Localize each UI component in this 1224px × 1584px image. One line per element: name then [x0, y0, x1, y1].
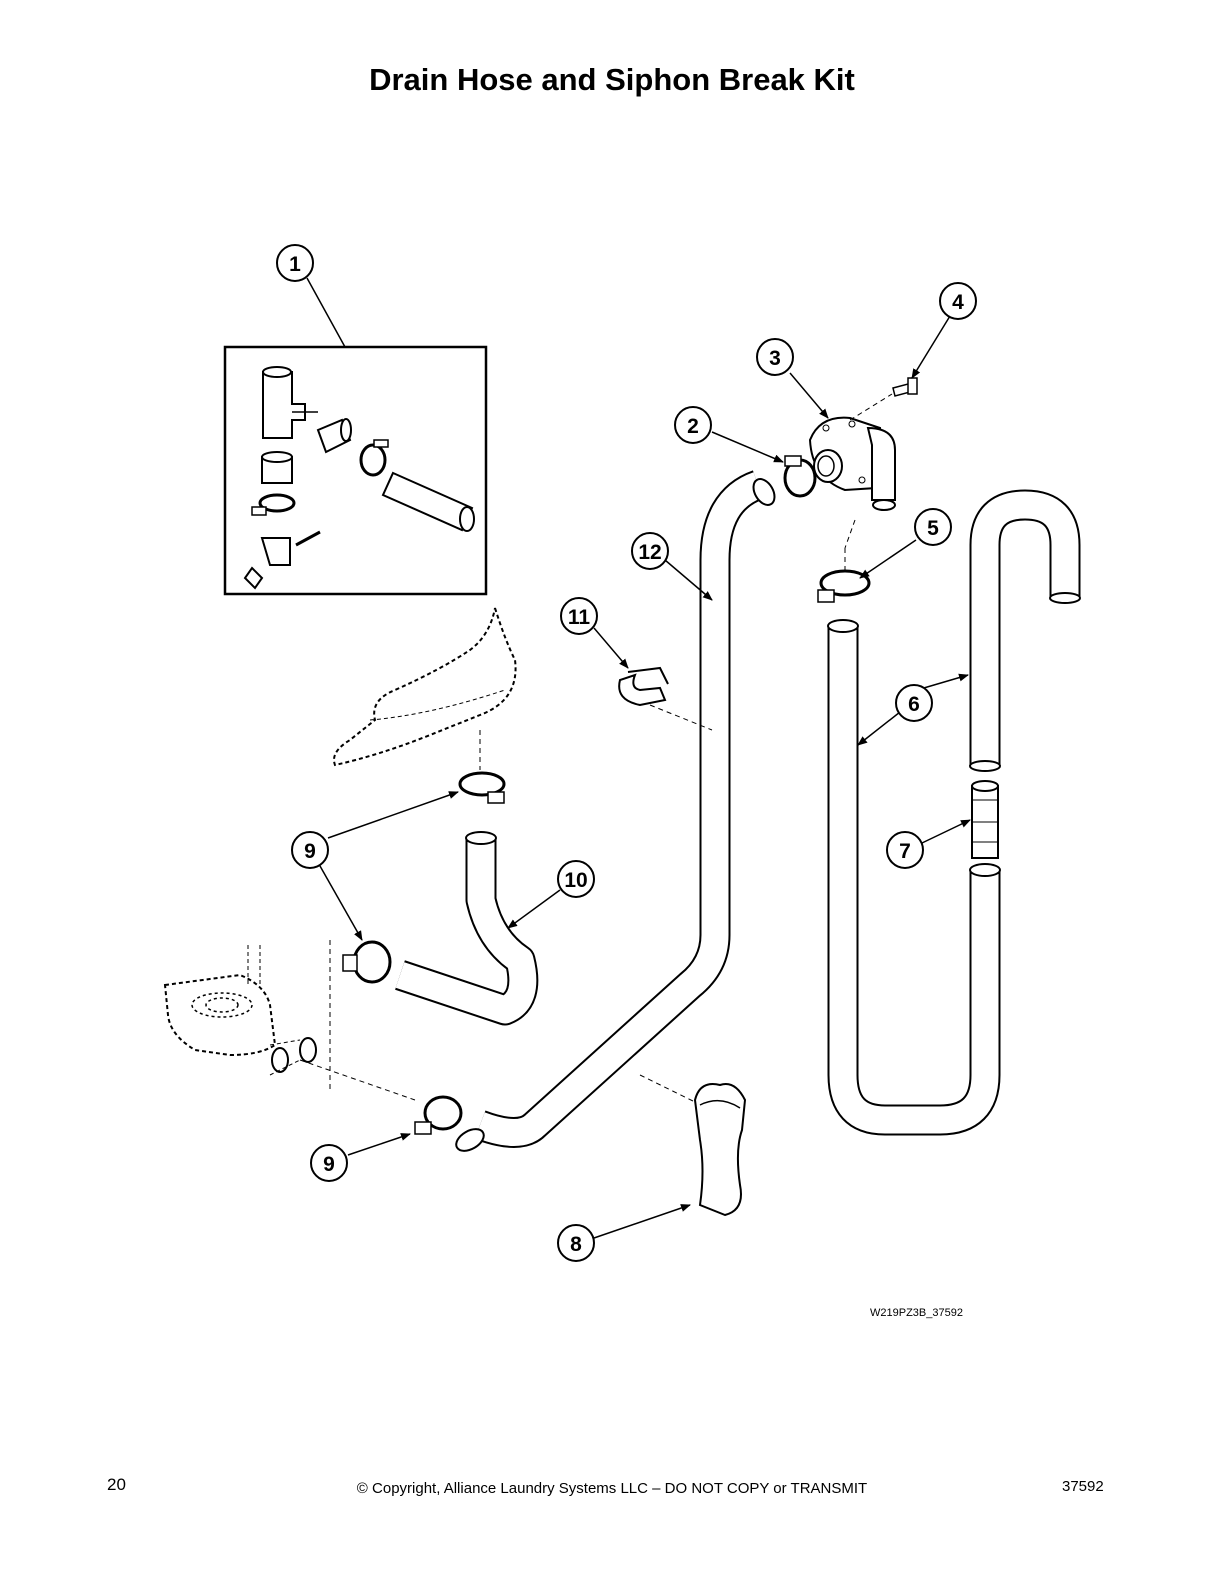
drain-hose-10 [395, 831, 539, 1026]
callout-6: 6 [895, 684, 933, 722]
hose-clamp-9-lower [414, 1095, 463, 1135]
hose-holder-8 [693, 1083, 747, 1217]
figure-reference: W219PZ3B_37592 [870, 1307, 963, 1319]
pump-outline [163, 945, 317, 1076]
callout-4-label: 4 [952, 291, 964, 314]
callout-3-label: 3 [769, 347, 781, 370]
callout-6-label: 6 [908, 693, 920, 716]
callout-5-label: 5 [927, 517, 939, 540]
siphon-break-kit-box [223, 345, 488, 596]
callout-7: 7 [886, 831, 924, 869]
hose-clip-11 [618, 666, 669, 707]
hose-clamp-5 [817, 569, 871, 603]
callout-3: 3 [756, 338, 794, 376]
callout-9-upper-label: 9 [304, 840, 316, 863]
callout-8-label: 8 [570, 1233, 582, 1256]
callout-12-label: 12 [638, 541, 661, 564]
page-title: Drain Hose and Siphon Break Kit [369, 62, 855, 97]
drain-hose-12 [455, 470, 776, 1152]
callout-11: 11 [560, 597, 598, 635]
siphon-break-bracket [808, 416, 896, 511]
callout-2: 2 [674, 406, 712, 444]
callout-5: 5 [914, 508, 952, 546]
screw [892, 377, 918, 397]
footer-copyright: © Copyright, Alliance Laundry Systems LL… [356, 1480, 868, 1497]
callout-11-label: 11 [568, 606, 591, 629]
callout-1-label: 1 [289, 253, 301, 276]
callout-9-lower: 9 [310, 1144, 348, 1182]
callout-2-label: 2 [687, 415, 699, 438]
callout-leaders [319, 315, 971, 1239]
drain-hose-6-upper [969, 489, 1081, 772]
callout-8: 8 [557, 1224, 595, 1262]
footer-doc-number: 37592 [1062, 1478, 1104, 1495]
callout-10-label: 10 [564, 869, 587, 892]
callout-4: 4 [939, 282, 977, 320]
callout-9-lower-label: 9 [323, 1153, 335, 1176]
callout-7-label: 7 [899, 840, 911, 863]
callout-10: 10 [557, 860, 595, 898]
callout-12: 12 [631, 532, 669, 570]
callout-9-upper: 9 [291, 831, 329, 869]
hose-connector-7 [971, 780, 999, 859]
hose-clamp-9-upper [458, 771, 506, 804]
hose-clamp-2 [783, 455, 817, 498]
tub-cover-outline [333, 607, 517, 767]
callout-1: 1 [276, 244, 314, 282]
hose-clamp-9-middle [342, 940, 392, 984]
drain-hose-6-lower [827, 619, 1001, 1136]
footer-page-number: 20 [107, 1475, 126, 1494]
